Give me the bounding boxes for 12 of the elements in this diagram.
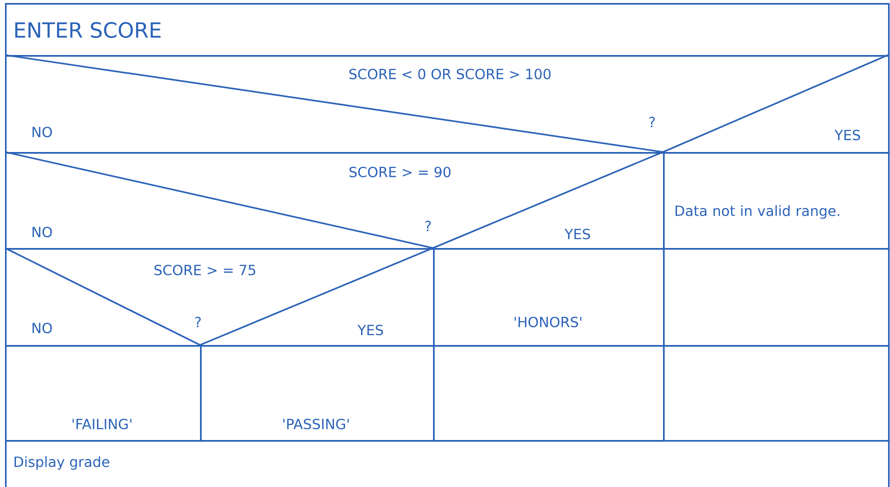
empty-box bbox=[433, 345, 665, 442]
process-box: ENTER SCORE bbox=[5, 3, 890, 57]
decision-block: SCORE > = 75 ? NO YES bbox=[4, 247, 435, 347]
decision-block: SCORE < 0 OR SCORE > 100 ? NO YES bbox=[4, 54, 890, 154]
decision-block: SCORE > = 90 ? NO YES bbox=[4, 151, 665, 250]
empty-box bbox=[663, 248, 890, 347]
process-box: Display grade bbox=[5, 440, 890, 487]
process-box: 'PASSING' bbox=[200, 345, 435, 442]
empty-box bbox=[663, 345, 890, 442]
process-box: Data not in valid range. bbox=[663, 152, 890, 250]
process-box: 'FAILING' bbox=[5, 345, 202, 442]
process-box: 'HONORS' bbox=[433, 248, 665, 347]
